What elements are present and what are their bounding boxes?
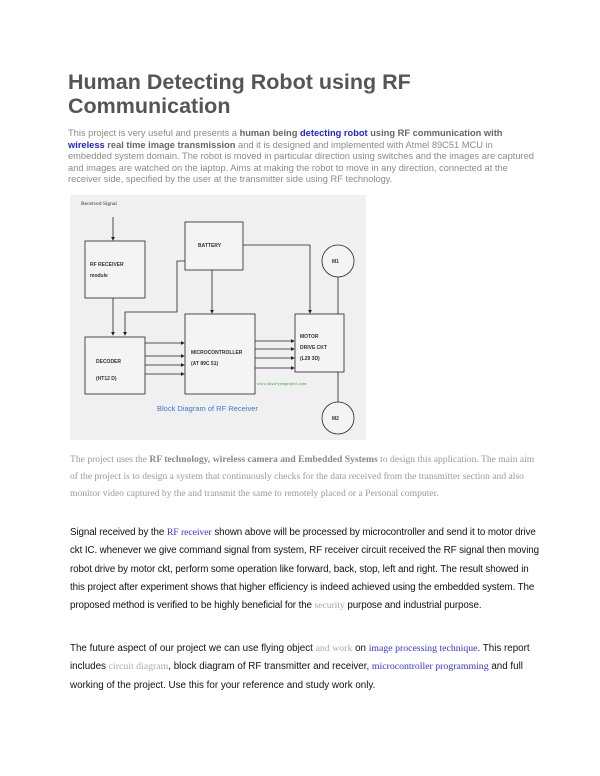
text: , block diagram of RF transmitter and re… <box>168 661 372 673</box>
link-wireless[interactable]: wireless <box>68 139 105 150</box>
text: This project is very useful and presents… <box>68 128 240 138</box>
watermark: www.final-yearproject.com <box>257 381 307 386</box>
text: purpose and industrial purpose. <box>344 600 482 612</box>
block-label: MICROCONTROLLER <box>191 350 243 356</box>
text: and it is designed and implemented with … <box>68 139 534 185</box>
link-security[interactable]: security <box>314 600 345 612</box>
text: The future aspect of our project we can … <box>70 643 316 654</box>
block-diagram-figure: Received Signal RF RECEIVER module BATTE… <box>70 195 366 440</box>
block-label: (AT 89C 51) <box>191 361 218 367</box>
m1-label: M1 <box>332 259 339 265</box>
block-label: (L29 3D) <box>300 356 320 362</box>
block-label: MOTOR <box>300 334 319 340</box>
block-label: DECODER <box>96 359 121 365</box>
block-label: module <box>90 273 108 279</box>
text: to design this application. The main aim… <box>70 454 535 499</box>
motor-m1 <box>321 244 355 278</box>
paragraph-future: The future aspect of our project we can … <box>70 640 540 695</box>
motor-driver-block <box>294 313 345 373</box>
link-microcontroller-programming[interactable]: microcontroller programming <box>371 661 489 673</box>
text: . This report includes <box>70 643 530 673</box>
text: on <box>352 643 369 654</box>
bold-text: real time image transmission <box>104 139 236 150</box>
microcontroller-block <box>184 313 256 395</box>
link-image-processing[interactable]: image processing technique <box>368 643 478 654</box>
bold-text: RF technology, wireless camera and Embed… <box>149 454 378 465</box>
link-detecting-robot[interactable]: detecting robot <box>300 128 368 138</box>
text: Signal received by the <box>70 527 167 538</box>
received-signal-label: Received Signal <box>81 201 117 207</box>
block-label: RF RECEIVER <box>90 262 124 268</box>
link-rf-receiver[interactable]: RF receiver <box>166 527 212 538</box>
m2-label: M2 <box>332 416 339 422</box>
battery-block <box>184 221 244 271</box>
page-title: Human Detecting Robot using RF Communica… <box>68 70 411 118</box>
block-label: BATTERY <box>198 243 222 249</box>
rf-receiver-block <box>84 240 146 299</box>
diagram-caption: Block Diagram of RF Receiver <box>157 404 258 413</box>
bold-text: human being <box>239 128 300 138</box>
link-circuit-diagram[interactable]: circuit diagram <box>108 661 169 673</box>
decoder-block <box>84 336 146 395</box>
motor-m2 <box>321 401 355 435</box>
text: shown above will be processed by microco… <box>70 527 539 612</box>
paragraph-signal: Signal received by the RF receiver shown… <box>70 524 540 615</box>
block-label: DRIVE CKT <box>300 345 327 351</box>
block-label: (HT12 D) <box>96 376 117 382</box>
intro-paragraph: This project is very useful and presents… <box>68 128 538 186</box>
paragraph-technology: The project uses the RF technology, wire… <box>70 451 540 502</box>
link-and-work[interactable]: and work <box>315 643 353 654</box>
text: and full working of the project. Use thi… <box>70 661 523 691</box>
text: The project uses the <box>70 454 150 465</box>
bold-text: using RF communication with <box>367 128 503 138</box>
